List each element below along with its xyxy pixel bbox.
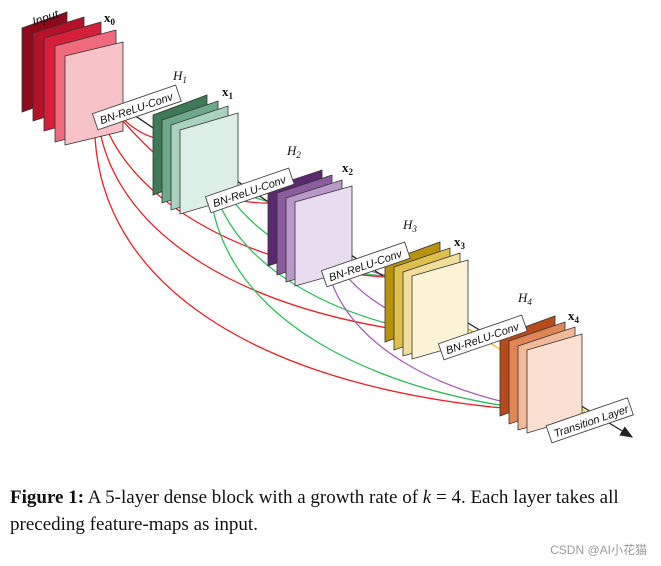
watermark: CSDN @AI小花猫 [550, 543, 647, 557]
x3-label: x3 [454, 234, 466, 251]
h4-label: H4 [517, 290, 532, 307]
x1-label: x1 [222, 84, 234, 101]
caption-text-a: A 5-layer dense block with a growth rate… [84, 487, 423, 508]
h3-label: H3 [402, 217, 417, 234]
h3-feature-stack [384, 241, 469, 360]
h2-feature-stack [267, 169, 353, 287]
figure-caption: Figure 1: A 5-layer dense block with a g… [10, 484, 650, 538]
x2-label: x2 [342, 160, 354, 177]
h2-label: H2 [286, 143, 301, 160]
figure-number: Figure 1: [10, 487, 85, 508]
dense-block-diagram: BN-ReLU-Conv BN-ReLU-Conv BN-ReLU-Conv B… [21, 7, 634, 444]
h1-label: H1 [172, 68, 187, 85]
input-feature-stack [21, 11, 124, 146]
x4-label: x4 [568, 308, 580, 325]
caption-text-b: = 4. Each layer takes all preceding feat… [10, 487, 619, 535]
x0-label: x0 [104, 10, 116, 27]
connection-x0-transition [94, 89, 586, 414]
caption-k: k [422, 487, 432, 508]
h1-feature-stack [152, 94, 239, 215]
input-map-5 [64, 41, 124, 146]
